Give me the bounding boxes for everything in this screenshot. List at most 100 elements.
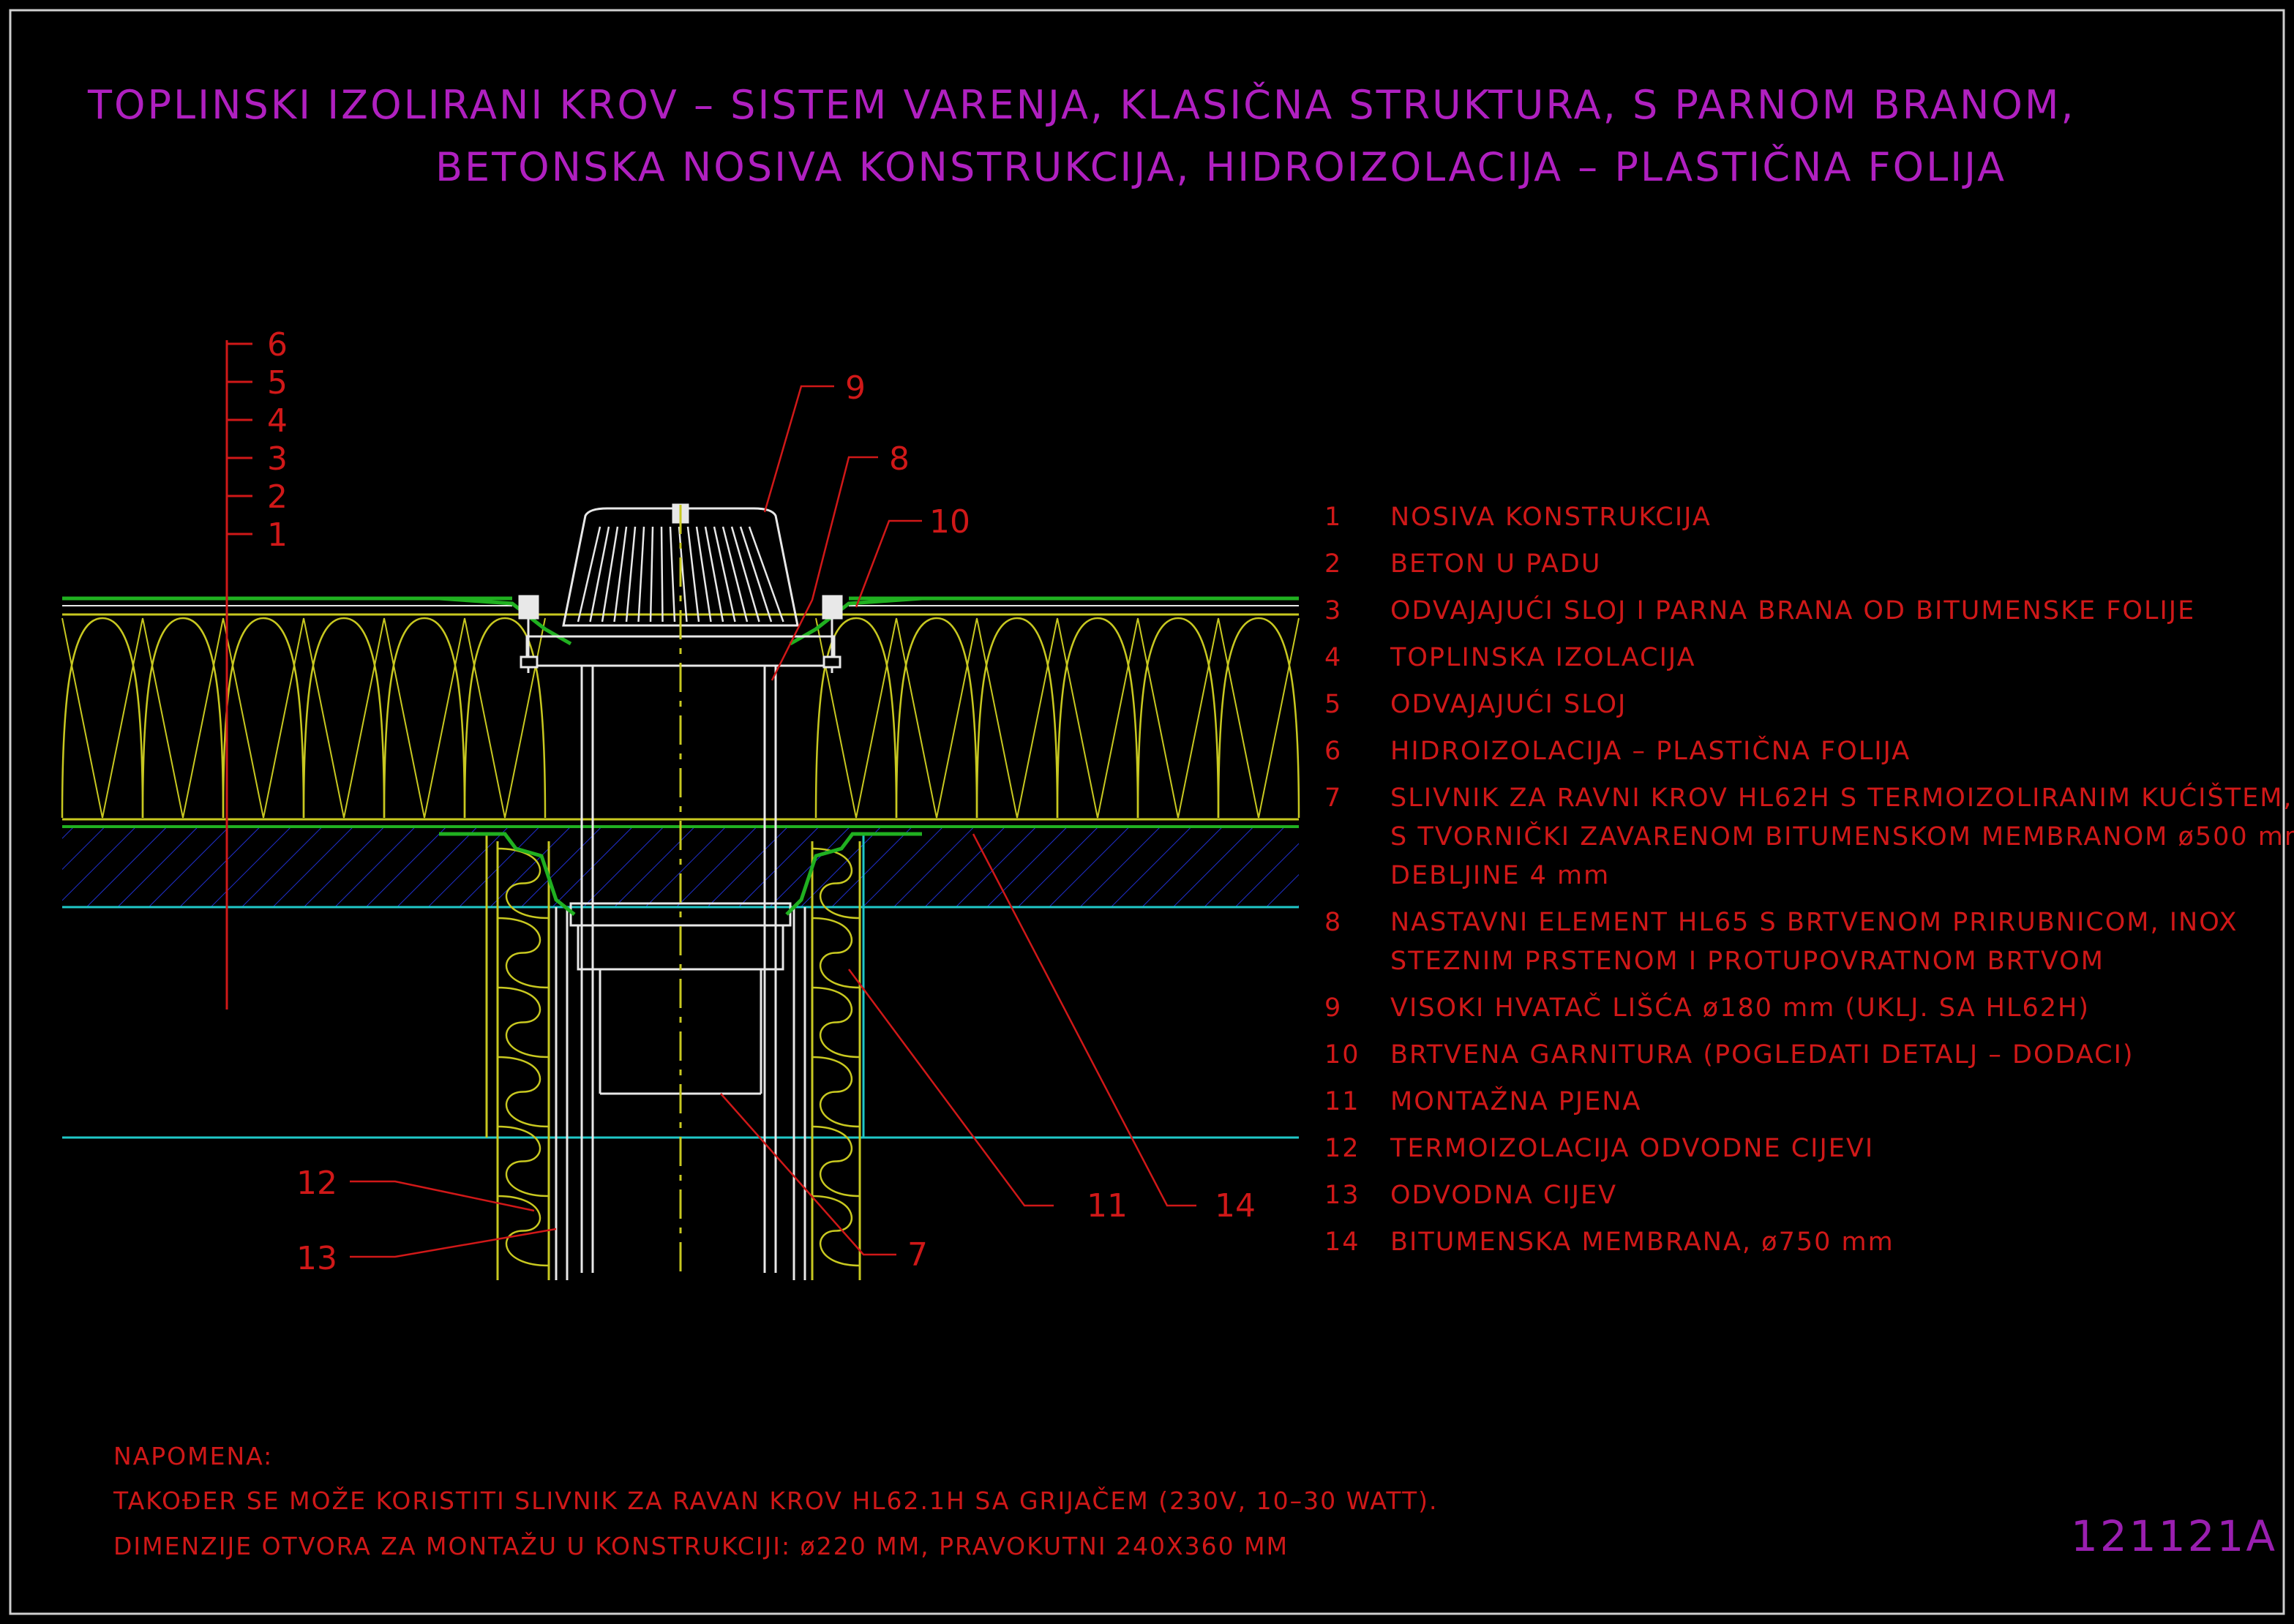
leaf-catcher-rib [625, 526, 637, 623]
callout-11: 11 [1087, 1187, 1128, 1225]
insulation-diagonal [504, 617, 546, 819]
leaf-catcher-rib [589, 526, 610, 623]
insulation-loop [1136, 617, 1220, 819]
insulation-diagonal [815, 617, 857, 819]
insulation-loop [383, 617, 466, 819]
legend-text: ODVODNA CIJEV [1390, 1181, 1617, 1210]
title-line-2: BETONSKA NOSIVA KONSTRUKCIJA, HIDROIZOLA… [435, 144, 2006, 190]
pipe-insulation-loop [497, 986, 550, 1059]
sealing-set-bolts [518, 595, 843, 673]
pipe-insulation-loop [497, 1125, 550, 1198]
insulation-loop [463, 617, 547, 819]
legend-number: 8 [1324, 908, 1342, 937]
insulation-diagonal [424, 617, 465, 819]
pipe-insulation-loop [811, 847, 861, 920]
legend-number: 7 [1324, 783, 1342, 813]
legend-number: 4 [1324, 643, 1342, 672]
callout-8: 8 [889, 440, 910, 478]
insulation-diagonal [222, 617, 264, 819]
callout-10: 10 [929, 503, 970, 541]
layer-label: 5 [267, 364, 288, 402]
callout-leaders [350, 385, 1196, 1258]
insulation-diagonal [1258, 617, 1300, 819]
legend-number: 13 [1324, 1181, 1360, 1210]
insulation-diagonal [855, 617, 897, 819]
legend-number: 3 [1324, 596, 1342, 625]
pipe-insulation-loop [811, 1125, 861, 1198]
insulation-diagonal [1097, 617, 1139, 819]
insulation-loop [975, 617, 1059, 819]
insulation-loop [141, 617, 225, 819]
leaf-catcher-rib [613, 526, 628, 623]
insulation-diagonal [142, 617, 184, 819]
legend-text: VISOKI HVATAČ LIŠĆA ø180 mm (UKLJ. SA HL… [1390, 992, 2090, 1023]
legend-text: ODVAJAJUĆI SLOJ [1390, 688, 1627, 719]
insulation-diagonal [976, 617, 1018, 819]
insulation-diagonal [1137, 617, 1179, 819]
legend-number: 12 [1324, 1134, 1360, 1163]
pipe-insulation-loop [497, 847, 550, 920]
legend-text: BETON U PADU [1390, 549, 1601, 579]
legend-text: HIDROIZOLACIJA – PLASTIČNA FOLIJA [1390, 735, 1911, 766]
insulation-diagonal [1218, 617, 1259, 819]
legend-number: 5 [1324, 690, 1342, 719]
leaf-catcher-rib [678, 526, 688, 623]
legend-text: MONTAŽNA PJENA [1390, 1086, 1641, 1116]
leaf-catcher-ribs [577, 526, 784, 623]
leaf-catcher-rib [739, 526, 773, 623]
legend-text: DEBLJINE 4 mm [1390, 861, 1610, 890]
legend-text: BITUMENSKA MEMBRANA, ø750 mm [1390, 1228, 1894, 1257]
insulation-diagonal [936, 617, 978, 819]
legend-text: NASTAVNI ELEMENT HL65 S BRTVENOM PRIRUBN… [1390, 908, 2238, 937]
sheet-border [9, 9, 2285, 1615]
insulation-diagonal [383, 617, 425, 819]
pipe-insulation-loop [811, 917, 861, 989]
insulation-loop [1056, 617, 1139, 819]
insulation-loop [302, 617, 386, 819]
leaf-catcher-rib [713, 526, 736, 623]
layer-label: 3 [267, 440, 288, 478]
leaf-catcher-rib [704, 526, 724, 623]
leaf-catcher-rib [660, 526, 664, 623]
legend-text: ODVAJAJUĆI SLOJ I PARNA BRANA OD BITUMEN… [1390, 595, 2195, 625]
leaf-catcher-rib [695, 526, 712, 623]
pipe-insulation-loop [497, 917, 550, 989]
legend-number: 2 [1324, 549, 1342, 579]
layer-label: 6 [267, 326, 288, 364]
pipe-insulation-right [811, 841, 861, 1280]
title-line-1: TOPLINSKI IZOLIRANI KROV – SISTEM VARENJ… [87, 82, 2076, 128]
leaf-catcher-rib [649, 526, 654, 623]
note-heading: NAPOMENA: [113, 1442, 273, 1470]
note-line-2: DIMENZIJE OTVORA ZA MONTAŽU U KONSTRUKCI… [113, 1531, 1289, 1560]
insulation-diagonal [61, 617, 103, 819]
thermal-insulation-left [61, 617, 547, 819]
insulation-loop [222, 617, 305, 819]
insulation-diagonal [182, 617, 224, 819]
insulation-diagonal [896, 617, 937, 819]
leaf-catcher-rib [669, 526, 676, 623]
drain-pipe [555, 907, 806, 1280]
drawing-code: 121121A [2071, 1511, 2277, 1561]
pipe-insulation-left [496, 841, 550, 1280]
legend-number: 9 [1324, 993, 1342, 1023]
insulation-loop [61, 617, 144, 819]
leaf-catcher-rib [601, 526, 619, 623]
pipe-insulation-loop [497, 1195, 550, 1267]
insulation-loop [895, 617, 978, 819]
legend-number: 11 [1324, 1087, 1360, 1116]
insulation-diagonal [464, 617, 506, 819]
layer-label: 4 [267, 402, 288, 440]
callout-7: 7 [907, 1236, 928, 1274]
insulation-diagonal [1016, 617, 1058, 819]
legend-text: SLIVNIK ZA RAVNI KROV HL62H S TERMOIZOLI… [1390, 782, 2293, 813]
callout-12: 12 [296, 1165, 337, 1202]
callout-13: 13 [296, 1240, 337, 1277]
pipe-insulation-loop [497, 1056, 550, 1128]
insulation-diagonal [263, 617, 304, 819]
leaf-catcher-rib [721, 526, 749, 623]
insulation-diagonal [303, 617, 345, 819]
legend-number: 14 [1324, 1228, 1360, 1257]
